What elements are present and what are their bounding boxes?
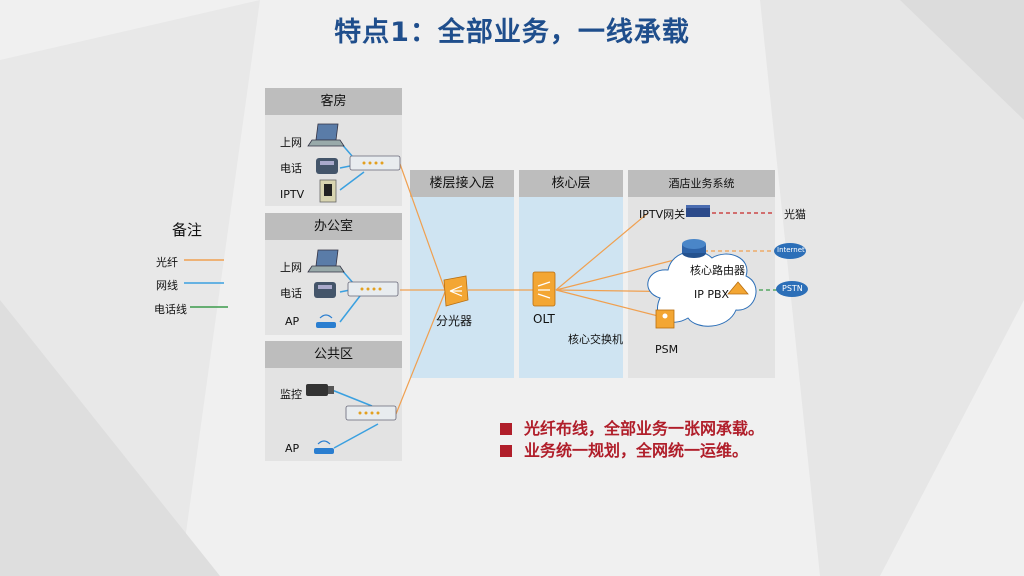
psm-icon xyxy=(655,309,675,329)
pbx-icon xyxy=(727,281,749,295)
splitter-label: 分光器 xyxy=(436,314,473,328)
phone-icon xyxy=(316,158,338,174)
bullet-text: 业务统一规划，全网统一运维。 xyxy=(524,441,749,460)
splitter-icon xyxy=(443,275,469,307)
core-router-label: 核心路由器 xyxy=(690,264,745,277)
item-label: AP xyxy=(285,442,300,455)
internet-label: Internet xyxy=(777,246,805,254)
phone-icon xyxy=(314,282,336,298)
olt-icon xyxy=(532,271,556,307)
bullet-marker xyxy=(500,423,512,435)
legend-label-fiber: 光纤 xyxy=(156,256,178,269)
laptop-icon xyxy=(307,249,345,273)
item-label: 上网 xyxy=(280,261,302,274)
bullet-text: 光纤布线，全部业务一张网承载。 xyxy=(524,419,765,438)
core-cloud-icon xyxy=(647,250,757,327)
item-label: 监控 xyxy=(280,388,302,401)
page-title: 特点1：全部业务，一线承载 xyxy=(334,17,690,48)
access-point-icon xyxy=(314,440,334,454)
zone-hotel-system-header: 酒店业务系统 xyxy=(628,170,775,197)
ont-icon xyxy=(347,281,399,297)
camera-icon xyxy=(306,384,334,396)
core-switch-label: 核心交换机 xyxy=(568,333,623,346)
zone-core-header: 核心层 xyxy=(519,170,623,197)
olt-label: OLT xyxy=(533,312,555,326)
legend-label-phone: 电话线 xyxy=(154,303,187,316)
laptop-icon xyxy=(307,123,345,147)
access-point-icon xyxy=(316,314,336,328)
modem-label: 光猫 xyxy=(784,208,806,221)
item-label: IPTV xyxy=(280,188,305,201)
panel-office-header: 办公室 xyxy=(265,213,402,240)
item-label: AP xyxy=(285,315,300,328)
psm-label: PSM xyxy=(655,343,679,356)
item-label: 电话 xyxy=(280,287,302,300)
panel-public-header: 公共区 xyxy=(265,341,402,368)
iptv-gateway-label: IPTV网关 xyxy=(639,208,686,221)
ont-icon xyxy=(345,405,397,421)
legend-title: 备注 xyxy=(172,221,203,239)
panel-guestroom-header: 客房 xyxy=(265,88,402,115)
item-label: 上网 xyxy=(280,136,302,149)
tv-icon xyxy=(319,179,337,203)
legend-label-network: 网线 xyxy=(156,279,178,292)
pstn-cloud-icon xyxy=(776,281,808,297)
zone-floor-access xyxy=(410,170,514,378)
zone-floor-access-header: 楼层接入层 xyxy=(410,170,514,197)
core-router-icon xyxy=(682,239,706,258)
bullet-item: 业务统一规划，全网统一运维。 xyxy=(500,437,748,461)
ip-pbx-label: IP PBX xyxy=(694,288,730,301)
bullet-marker xyxy=(500,445,512,457)
bullet-item: 光纤布线，全部业务一张网承载。 xyxy=(500,415,764,439)
internet-cloud-icon xyxy=(774,243,806,259)
item-label: 电话 xyxy=(280,162,302,175)
ont-icon xyxy=(349,155,401,171)
network-cables xyxy=(331,141,379,449)
pstn-label: PSTN xyxy=(782,284,803,293)
legend-lines xyxy=(184,259,228,308)
iptv-gateway-icon xyxy=(686,205,710,217)
